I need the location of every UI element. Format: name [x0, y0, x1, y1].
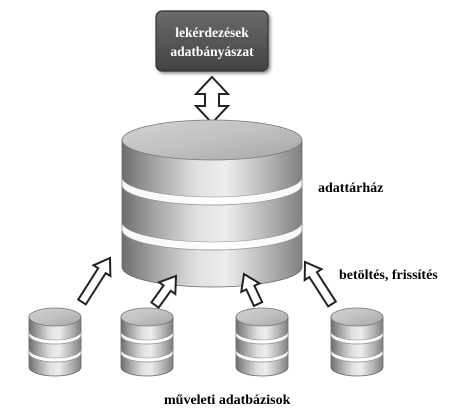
cylinder-band-edge — [121, 184, 303, 206]
data-mining-label: adatbányászat — [170, 44, 254, 59]
cylinder-body — [121, 139, 303, 288]
operational-databases-label: műveleti adatbázisok — [164, 393, 291, 408]
cylinder-band-edge — [120, 352, 174, 363]
warehouse-cylinder — [121, 119, 303, 288]
cylinder-band-edge — [330, 352, 384, 363]
database-cylinder-3 — [235, 307, 289, 377]
cylinder-top — [235, 307, 289, 327]
cylinder-band-edge — [235, 352, 289, 363]
arrow-from-db-4 — [303, 260, 338, 308]
loading-arrows — [76, 256, 338, 309]
arrow-from-db-1 — [76, 256, 112, 306]
database-cylinder-2 — [120, 307, 174, 377]
queries-box: lekérdezések adatbányászat — [155, 10, 269, 72]
cylinder-band-edge — [28, 352, 82, 363]
cylinder-top — [121, 119, 303, 161]
arrow-from-db-3 — [240, 272, 264, 308]
cylinder-band-edge — [120, 334, 174, 345]
cylinder-body — [120, 316, 174, 377]
database-cylinder-1 — [28, 307, 82, 377]
data-warehouse-label: adattárház — [318, 181, 383, 196]
data-warehouse-cylinder — [121, 119, 303, 288]
cylinder-top — [330, 307, 384, 327]
cylinder-band-edge — [235, 334, 289, 345]
cylinder-band-edge — [28, 334, 82, 345]
cylinder-body — [28, 316, 82, 377]
operational-databases — [28, 307, 384, 377]
loading-refresh-label: betöltés, frissítés — [339, 268, 438, 283]
cylinder-body — [235, 316, 289, 377]
database-cylinder-4 — [330, 307, 384, 377]
cylinder-band-edge — [330, 334, 384, 345]
bidirectional-arrow — [193, 75, 231, 125]
arrow-from-db-2 — [150, 274, 178, 309]
cylinder-band-edge — [121, 229, 303, 251]
queries-label: lekérdezések — [175, 25, 249, 40]
cylinder-body — [330, 316, 384, 377]
cylinder-top — [28, 307, 82, 327]
cylinder-top — [120, 307, 174, 327]
